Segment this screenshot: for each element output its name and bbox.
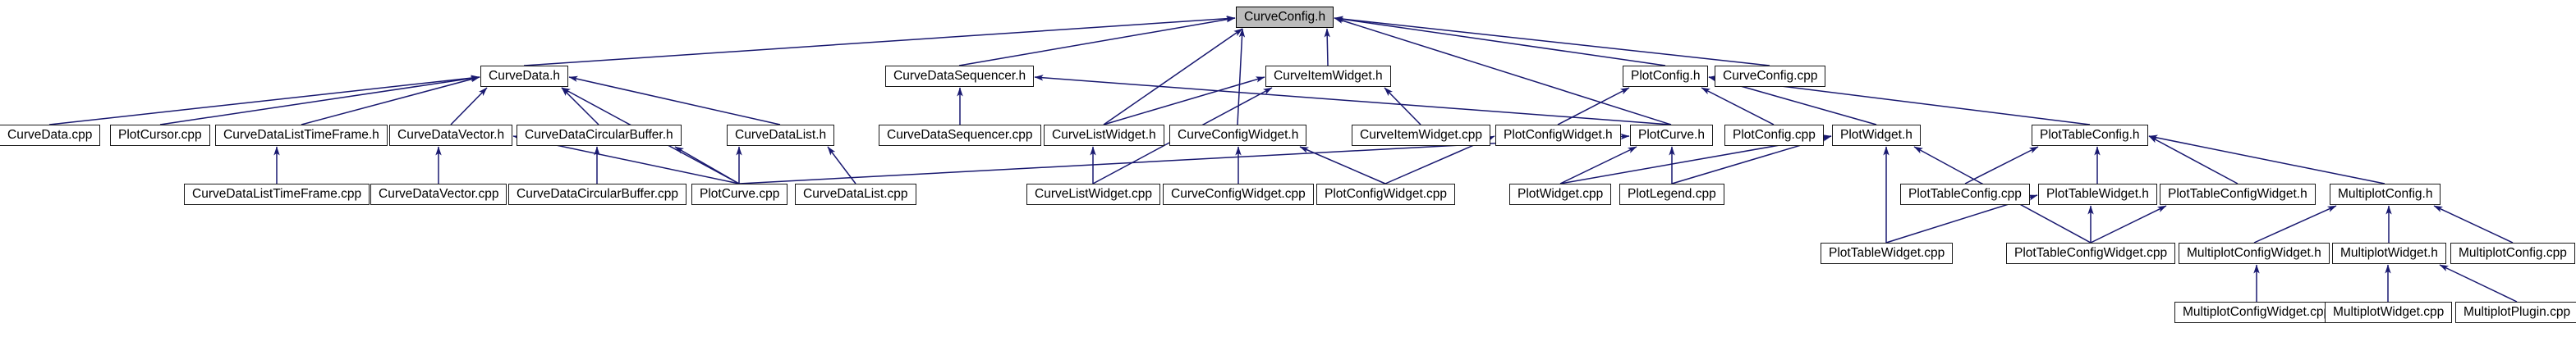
include-edge xyxy=(2433,205,2514,244)
graph-node-MultiplotPlugin-cpp[interactable]: MultiplotPlugin.cpp xyxy=(2455,302,2576,323)
graph-node-CurveDataList-cpp[interactable]: CurveDataList.cpp xyxy=(795,184,916,205)
include-edge xyxy=(1034,75,1672,125)
graph-node-PlotConfig-h[interactable]: PlotConfig.h xyxy=(1623,66,1709,87)
graph-node-CurveData-h[interactable]: CurveData.h xyxy=(480,66,569,87)
graph-node-PlotTableConfigWidget-h[interactable]: PlotTableConfigWidget.h xyxy=(2160,184,2316,205)
graph-node-CurveItemWidget-cpp[interactable]: CurveItemWidget.cpp xyxy=(1352,125,1491,146)
graph-node-CurveDataList-h[interactable]: CurveDataList.h xyxy=(727,125,835,146)
include-edge xyxy=(1237,28,1246,125)
include-edge xyxy=(1103,28,1243,125)
graph-node-MultiplotConfig-cpp[interactable]: MultiplotConfig.cpp xyxy=(2450,243,2575,264)
include-edge xyxy=(674,146,740,184)
graph-node-MultiplotWidget-h[interactable]: MultiplotWidget.h xyxy=(2332,243,2446,264)
include-edge xyxy=(1384,87,1421,125)
include-edge xyxy=(568,75,781,125)
include-edge xyxy=(2148,135,2239,184)
graph-node-MultiplotConfigWidget-h[interactable]: MultiplotConfigWidget.h xyxy=(2179,243,2330,264)
graph-node-CurveListWidget-cpp[interactable]: CurveListWidget.cpp xyxy=(1026,184,1161,205)
include-edge xyxy=(2439,264,2518,303)
graph-node-CurveListWidget-h[interactable]: CurveListWidget.h xyxy=(1044,125,1164,146)
graph-node-CurveDataCircularBuffer-h[interactable]: CurveDataCircularBuffer.h xyxy=(517,125,682,146)
graph-node-MultiplotWidget-cpp[interactable]: MultiplotWidget.cpp xyxy=(2325,302,2453,323)
graph-node-CurveData-cpp[interactable]: CurveData.cpp xyxy=(0,125,101,146)
include-edge xyxy=(1964,146,2039,184)
graph-node-PlotTableConfig-cpp[interactable]: PlotTableConfig.cpp xyxy=(1900,184,2030,205)
graph-node-PlotWidget-h[interactable]: PlotWidget.h xyxy=(1832,125,1921,146)
include-edge xyxy=(1557,87,1630,125)
graph-node-CurveConfig-h: CurveConfig.h xyxy=(1236,7,1334,28)
graph-node-MultiplotConfig-h[interactable]: MultiplotConfig.h xyxy=(2330,184,2441,205)
graph-node-PlotLegend-cpp[interactable]: PlotLegend.cpp xyxy=(1619,184,1724,205)
include-edge xyxy=(523,16,1236,66)
include-edge xyxy=(2090,205,2167,244)
graph-node-CurveDataListTimeFrame-cpp[interactable]: CurveDataListTimeFrame.cpp xyxy=(184,184,370,205)
graph-node-CurveDataSequencer-h[interactable]: CurveDataSequencer.h xyxy=(885,66,1035,87)
graph-node-PlotTableConfigWidget-cpp[interactable]: PlotTableConfigWidget.cpp xyxy=(2006,243,2176,264)
graph-node-CurveConfigWidget-h[interactable]: CurveConfigWidget.h xyxy=(1169,125,1307,146)
include-edge xyxy=(1334,16,1770,66)
include-edge xyxy=(159,75,480,125)
graph-node-PlotTableWidget-cpp[interactable]: PlotTableWidget.cpp xyxy=(1821,243,1954,264)
include-edge xyxy=(1299,146,1386,184)
graph-node-PlotCurve-h[interactable]: PlotCurve.h xyxy=(1630,125,1713,146)
include-edge xyxy=(301,76,480,125)
graph-node-CurveConfigWidget-cpp[interactable]: CurveConfigWidget.cpp xyxy=(1163,184,1314,205)
graph-node-CurveItemWidget-h[interactable]: CurveItemWidget.h xyxy=(1265,66,1391,87)
include-edge xyxy=(1103,76,1265,125)
include-edge xyxy=(1701,87,1775,125)
graph-node-CurveDataListTimeFrame-h[interactable]: CurveDataListTimeFrame.h xyxy=(215,125,388,146)
include-edge xyxy=(1334,17,1672,125)
graph-node-PlotConfigWidget-h[interactable]: PlotConfigWidget.h xyxy=(1495,125,1621,146)
graph-node-PlotCursor-cpp[interactable]: PlotCursor.cpp xyxy=(110,125,210,146)
include-edge xyxy=(1324,28,1330,66)
graph-node-PlotTableConfig-h[interactable]: PlotTableConfig.h xyxy=(2032,125,2148,146)
include-edge xyxy=(1334,16,1666,66)
graph-node-PlotWidget-cpp[interactable]: PlotWidget.cpp xyxy=(1509,184,1612,205)
include-edge xyxy=(1559,146,1637,184)
graph-node-CurveDataVector-cpp[interactable]: CurveDataVector.cpp xyxy=(370,184,507,205)
graph-node-PlotConfig-cpp[interactable]: PlotConfig.cpp xyxy=(1724,125,1824,146)
graph-node-CurveConfig-cpp[interactable]: CurveConfig.cpp xyxy=(1715,66,1826,87)
graph-node-PlotConfigWidget-cpp[interactable]: PlotConfigWidget.cpp xyxy=(1316,184,1456,205)
include-edge xyxy=(2148,134,2385,184)
graph-node-PlotCurve-cpp[interactable]: PlotCurve.cpp xyxy=(691,184,788,205)
include-edge xyxy=(48,75,480,125)
graph-node-CurveDataVector-h[interactable]: CurveDataVector.h xyxy=(389,125,513,146)
graph-node-CurveDataSequencer-cpp[interactable]: CurveDataSequencer.cpp xyxy=(879,125,1041,146)
include-edge xyxy=(450,87,488,125)
include-edge xyxy=(561,87,599,125)
graph-node-MultiplotConfigWidget-cpp[interactable]: MultiplotConfigWidget.cpp xyxy=(2174,302,2340,323)
graph-node-PlotTableWidget-h[interactable]: PlotTableWidget.h xyxy=(2038,184,2157,205)
graph-node-CurveDataCircularBuffer-cpp[interactable]: CurveDataCircularBuffer.cpp xyxy=(508,184,686,205)
include-edge xyxy=(958,16,1236,66)
include-edge xyxy=(2253,205,2337,244)
